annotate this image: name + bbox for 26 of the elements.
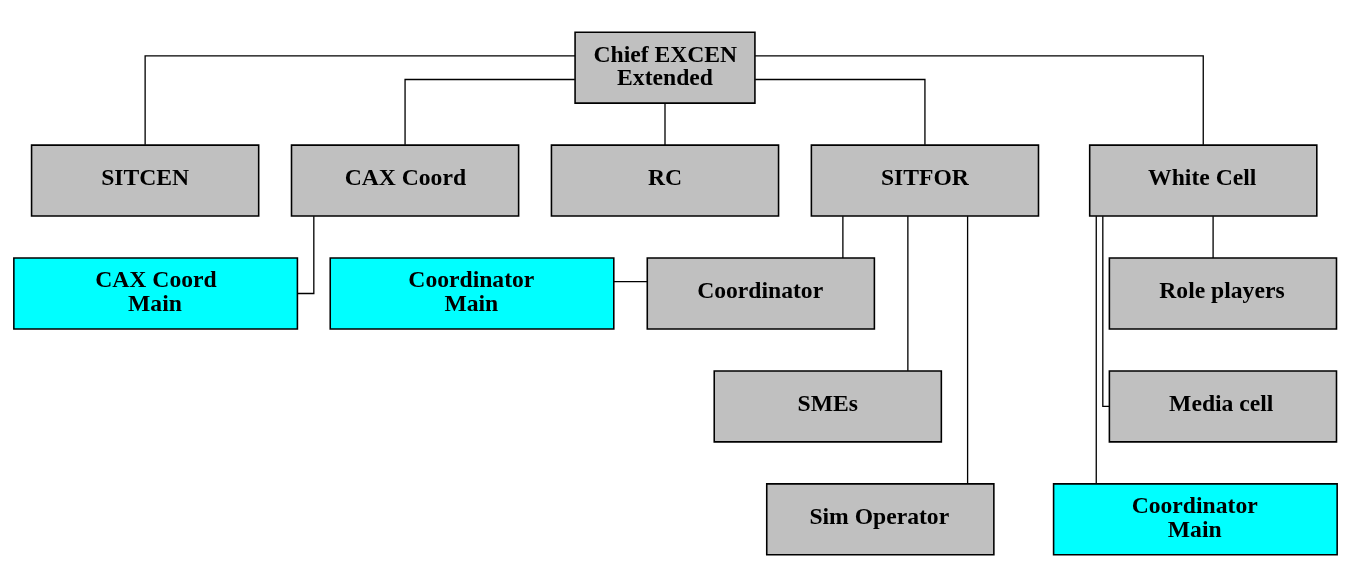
connector (842, 215, 844, 259)
connector (754, 54, 1204, 145)
connector (966, 215, 969, 484)
node-box: SITFOR (810, 143, 1040, 217)
connector (664, 102, 666, 146)
connector (1095, 215, 1097, 484)
node-box: Chief EXCEN Extended (574, 30, 756, 104)
connector (404, 78, 576, 145)
node-box: SMEs (713, 369, 943, 443)
node-box: CAX Coord (290, 143, 520, 217)
node-box: Coordinator Main (329, 256, 615, 330)
node-box: Coordinator Main (1052, 482, 1338, 556)
node-box: Sim Operator (765, 482, 995, 556)
connector (613, 280, 648, 282)
node-box: RC (550, 143, 780, 217)
node-box: Media cell (1108, 369, 1338, 443)
connector (144, 54, 576, 145)
connector (907, 215, 909, 371)
node-box: CAX Coord Main (13, 256, 299, 330)
node-box: SITCEN (30, 143, 260, 217)
connector (1212, 215, 1214, 259)
node-box: Coordinator (646, 256, 876, 330)
node-box: Role players (1108, 256, 1338, 330)
connector (1102, 215, 1110, 407)
node-box: White Cell (1088, 143, 1318, 217)
connector (754, 78, 926, 145)
